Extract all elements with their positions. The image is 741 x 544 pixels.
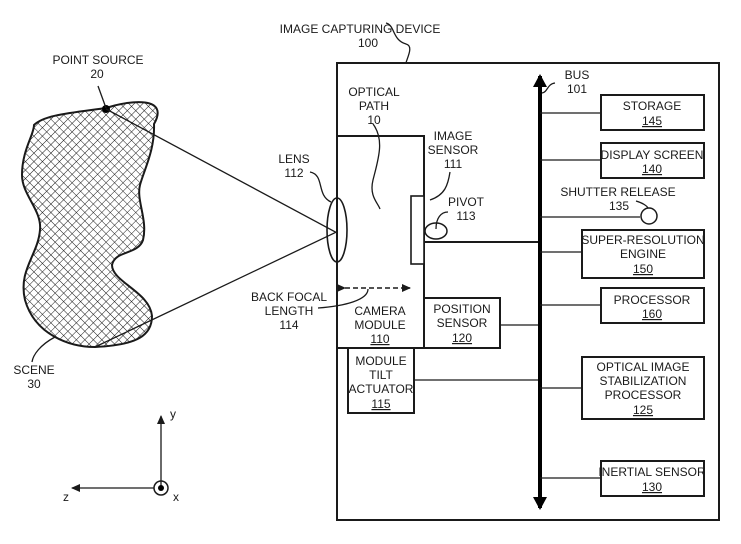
position-sensor-ref: 120 (452, 331, 472, 345)
bus-arrow-down (533, 497, 547, 510)
ois-line1: OPTICAL IMAGE (597, 360, 690, 374)
ois-processor-box (581, 356, 705, 420)
display-screen-ref: 140 (642, 162, 662, 176)
sre-line2: ENGINE (620, 247, 666, 261)
scene-shape (20, 101, 159, 349)
bus-ref: 101 (567, 82, 587, 96)
ois-ref: 125 (633, 403, 653, 417)
tilt-actuator-line2: TILT (369, 368, 393, 382)
position-sensor-line1: POSITION (433, 302, 490, 316)
ois-line3: PROCESSOR (605, 388, 682, 402)
scene-label: SCENE (13, 363, 54, 377)
processor-label: PROCESSOR (614, 293, 691, 307)
back-focal-leader (317, 288, 369, 309)
processor-box (600, 287, 705, 324)
storage-ref: 145 (642, 114, 662, 128)
shutter-release-label: SHUTTER RELEASE (560, 185, 675, 199)
image-sensor-line1: IMAGE (434, 129, 473, 143)
storage-box (600, 94, 705, 131)
x-axis-icon (153, 480, 169, 496)
pivot-ref: 113 (456, 209, 475, 223)
x-axis-label: x (173, 490, 179, 504)
point-source-label: POINT SOURCE (52, 53, 143, 67)
tilt-actuator-line1: MODULE (355, 354, 406, 368)
bus-arrow-up (533, 74, 547, 87)
shutter-leader (635, 200, 649, 209)
bus-leader (541, 82, 556, 94)
super-resolution-engine-box (581, 229, 705, 279)
tilt-actuator-ref: 115 (371, 397, 390, 411)
y-axis-label: y (170, 407, 176, 421)
display-screen-box (600, 142, 705, 179)
lens-leader (309, 171, 332, 203)
shutter-release-icon (640, 207, 658, 225)
shutter-release-ref: 135 (609, 199, 629, 213)
scene-ref: 30 (27, 377, 41, 391)
bus-label: BUS (565, 68, 590, 82)
lens-label: LENS (278, 152, 309, 166)
inertial-sensor-label: INERTIAL SENSOR (598, 465, 706, 479)
processor-ref: 160 (642, 307, 662, 321)
device-leader (385, 22, 411, 64)
camera-module-ref: 110 (370, 332, 389, 346)
optical-path-leader (371, 123, 381, 210)
camera-module-line2: MODULE (354, 318, 405, 332)
image-sensor-line2: SENSOR (428, 143, 479, 157)
position-sensor-line2: SENSOR (437, 316, 488, 330)
z-axis-label: z (63, 490, 69, 504)
pivot-leader (435, 211, 449, 230)
point-source-ref: 20 (90, 67, 104, 81)
tilt-actuator-line3: ACTUATOR (349, 382, 414, 396)
scene-leader (31, 336, 56, 363)
optical-path-line2: PATH (359, 99, 389, 113)
sre-ref: 150 (633, 262, 653, 276)
image-sensor-leader (429, 171, 451, 201)
pivot-label: PIVOT (448, 195, 485, 209)
camera-module-line1: CAMERA (354, 304, 405, 318)
optical-path-line1: OPTICAL (348, 85, 400, 99)
lens-ref: 112 (284, 166, 303, 180)
image-sensor-ref: 111 (444, 157, 463, 171)
image-sensor-icon (410, 195, 425, 265)
sre-line1: SUPER-RESOLUTION (581, 233, 704, 247)
ois-line2: STABILIZATION (600, 374, 687, 388)
optical-path-ref: 10 (367, 113, 381, 127)
storage-label: STORAGE (623, 99, 681, 113)
inertial-sensor-ref: 130 (642, 480, 662, 494)
back-focal-ref: 114 (279, 318, 298, 332)
back-focal-line1: BACK FOCAL (251, 290, 327, 304)
point-source-leader (97, 85, 107, 109)
module-tilt-actuator-box (347, 347, 415, 414)
inertial-sensor-box (600, 460, 705, 497)
device-label: IMAGE CAPTURING DEVICE (280, 22, 441, 36)
display-screen-label: DISPLAY SCREEN (601, 148, 704, 162)
device-ref: 100 (358, 36, 378, 50)
position-sensor-box (423, 297, 501, 349)
back-focal-line2: LENGTH (265, 304, 314, 318)
